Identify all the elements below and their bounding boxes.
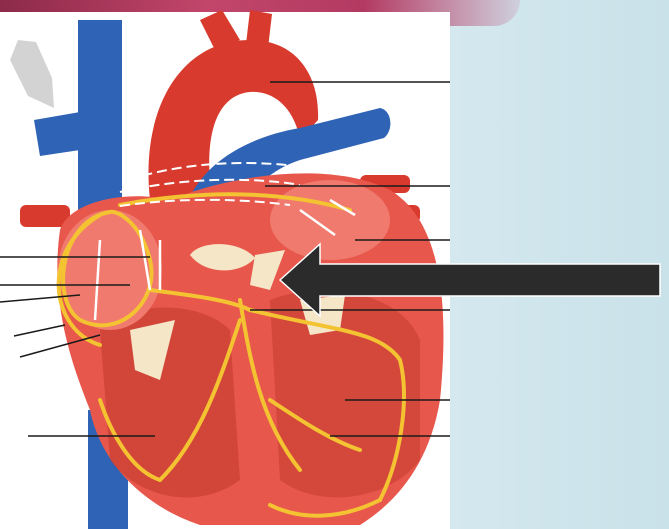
- label-line-av-node: [14, 325, 65, 336]
- superior-vena-cava: [78, 20, 122, 220]
- faded-arrow-icon: [10, 40, 54, 108]
- left-atrium: [270, 180, 390, 260]
- aorta-top-branch-2: [246, 10, 272, 48]
- left-pulmonary-vein: [20, 205, 70, 227]
- brachiocephalic-vein: [34, 112, 80, 156]
